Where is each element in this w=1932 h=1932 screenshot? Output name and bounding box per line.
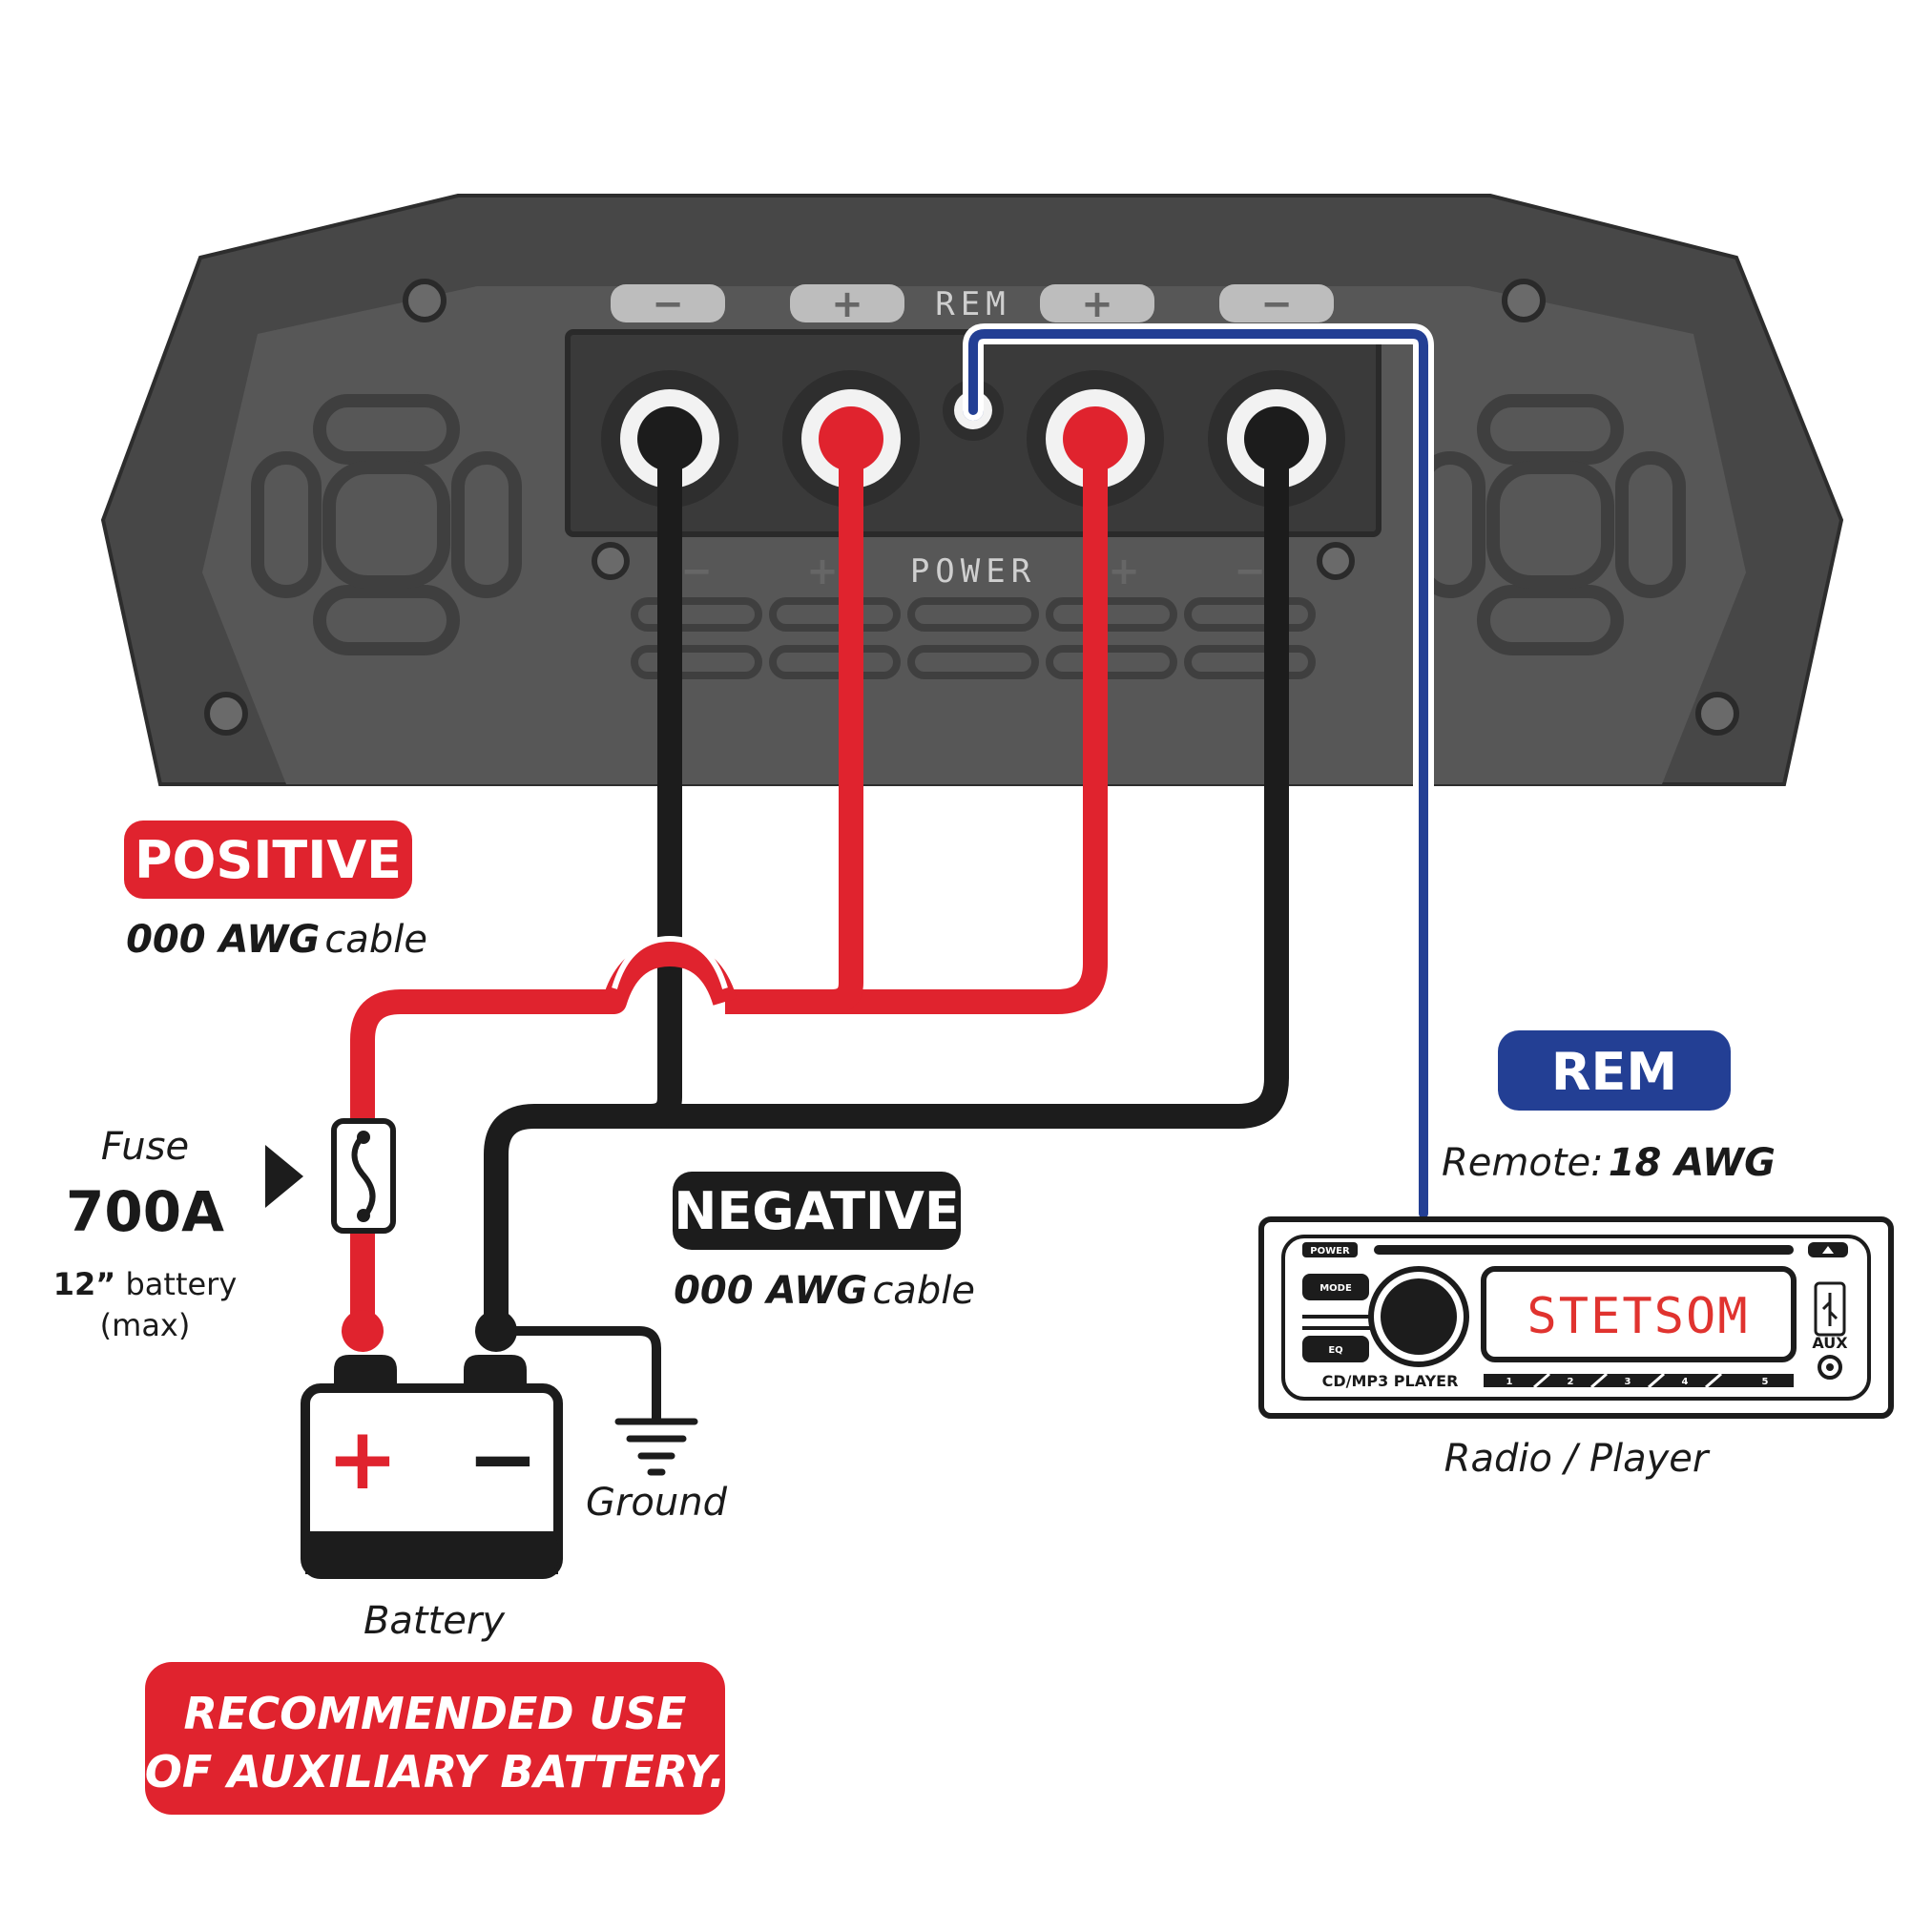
- radio-power-button: [1302, 1242, 1358, 1257]
- rem-badge-text: REM: [1551, 1042, 1677, 1102]
- terminal-tabs: [611, 284, 1334, 322]
- battery-label: Battery: [364, 1599, 506, 1643]
- negative-badge-text: NEGATIVE: [674, 1181, 960, 1241]
- ground-wire: [496, 1326, 661, 1420]
- battery-minus: −: [467, 1409, 538, 1509]
- fuse-label: Fuse: [101, 1125, 189, 1169]
- rem-badge: [1498, 1030, 1731, 1111]
- top-sign-3: +: [1081, 282, 1113, 326]
- remote-wire-core: [968, 329, 1428, 1218]
- preset-3: 3: [1625, 1377, 1631, 1387]
- radio-power-text: POWER: [1310, 1246, 1350, 1257]
- negative-wire-left: [650, 439, 682, 1129]
- fuse-rating: 700A: [66, 1179, 224, 1244]
- radio-eq-text: EQ: [1328, 1345, 1342, 1356]
- recommendation-banner: [145, 1662, 725, 1815]
- aux-label: AUX: [1812, 1334, 1848, 1352]
- positive-badge: [124, 821, 412, 899]
- negative-cable-note: 000 AWG cable: [674, 1269, 975, 1313]
- recommendation-line1: RECOMMENDED USE: [184, 1688, 687, 1739]
- fuse-distance: 12” battery: [53, 1266, 238, 1302]
- preset-1: 1: [1506, 1377, 1513, 1387]
- positive-badge-text: POSITIVE: [135, 830, 402, 890]
- recommendation-line2: OF AUXILIARY BATTERY.: [145, 1746, 725, 1797]
- negative-lug: [475, 1310, 517, 1352]
- screw-icon: [204, 279, 1739, 736]
- positive-wire-left: [831, 439, 863, 1014]
- radio-eq-button: [1302, 1336, 1369, 1362]
- radio-mode-text: MODE: [1319, 1283, 1352, 1294]
- ground-label: Ground: [586, 1481, 728, 1525]
- top-sign-2: +: [831, 282, 863, 326]
- power-label: POWER: [910, 552, 1036, 591]
- positive-wire-right: [725, 439, 1108, 1014]
- rem-terminal-label: REM: [935, 285, 1010, 323]
- radio-player: POWER MODE EQ STETSOM CD/MP3 PLAYER 1 2 …: [1258, 1216, 1894, 1419]
- radio-mode-button: [1302, 1274, 1369, 1300]
- amplifier: − + REM + − POWER − + + −: [100, 194, 1844, 786]
- battery-plus: +: [326, 1409, 398, 1509]
- bottom-sign-3: +: [1108, 550, 1140, 593]
- battery-icon: [301, 1355, 563, 1579]
- vent-left: [251, 394, 522, 655]
- top-sign-4: −: [1260, 282, 1293, 326]
- remote-note: Remote: 18 AWG: [1442, 1141, 1776, 1185]
- pointer-arrow-icon: [265, 1145, 303, 1208]
- positive-main-wire: [350, 942, 737, 1331]
- positive-cable-note: 000 AWG cable: [126, 918, 427, 962]
- vent-slots: [631, 597, 1316, 679]
- wire-crossover: [612, 935, 728, 989]
- preset-5: 5: [1762, 1377, 1769, 1387]
- top-sign-1: −: [652, 282, 684, 326]
- radio-display: [1481, 1266, 1797, 1362]
- bottom-sign-1: −: [680, 550, 713, 593]
- preset-2: 2: [1568, 1377, 1574, 1387]
- bottom-sign-4: −: [1234, 550, 1266, 593]
- fuse-icon: [331, 1118, 396, 1234]
- ground-icon: [614, 1418, 698, 1476]
- negative-wire-right: [484, 439, 1289, 1331]
- radio-display-text: STETSOM: [1527, 1288, 1749, 1345]
- preset-4: 4: [1682, 1377, 1689, 1387]
- positive-lug: [342, 1310, 384, 1352]
- bottom-sign-2: +: [806, 550, 839, 593]
- fuse-distance-note: (max): [100, 1307, 191, 1343]
- negative-badge: [673, 1172, 961, 1250]
- radio-model: CD/MP3 PLAYER: [1322, 1372, 1459, 1390]
- radio-label: Radio / Player: [1444, 1437, 1711, 1481]
